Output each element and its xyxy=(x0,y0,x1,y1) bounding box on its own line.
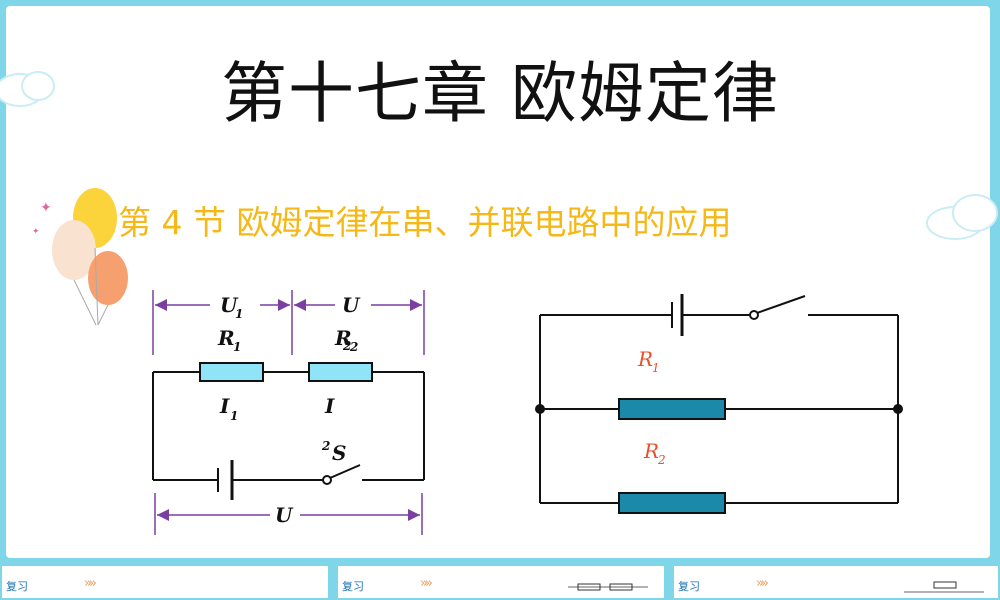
cloud-icon xyxy=(926,194,998,240)
label-u2: U xyxy=(342,293,361,317)
label-i1: I xyxy=(219,394,230,418)
resistor-r2 xyxy=(618,492,726,514)
label-i2-sub: 2 xyxy=(321,439,330,453)
section-subtitle: 第 4 节 欧姆定律在串、并联电路中的应用 xyxy=(118,203,732,242)
label-r1-sub: 1 xyxy=(233,340,241,354)
switch-icon xyxy=(749,310,759,320)
mini-circuit-icon xyxy=(568,583,648,591)
chevron-right-icon: »» xyxy=(84,576,97,591)
label-r1: R xyxy=(217,326,235,350)
label-r2: R xyxy=(643,439,659,463)
resistor-r1 xyxy=(618,398,726,420)
thumbnail-label: 复习 xyxy=(342,580,364,593)
chevron-right-icon: »» xyxy=(756,576,769,591)
thumbnail-label: 复习 xyxy=(678,580,700,593)
svg-text:✦: ✦ xyxy=(32,227,40,237)
label-u1-sub: 1 xyxy=(235,307,243,321)
slide-canvas xyxy=(6,6,990,558)
label-u1: U xyxy=(220,293,239,317)
thumbnail-label: 复习 xyxy=(6,580,28,593)
label-i1-sub: 1 xyxy=(230,409,238,423)
label-u-total: U xyxy=(275,503,294,527)
series-circuit-diagram: U 1 U 2 R 1 R 2 I 1 I 2 S U xyxy=(152,290,425,535)
switch-icon xyxy=(322,475,332,485)
label-r1: R xyxy=(637,347,653,371)
label-u2-sub: 2 xyxy=(342,339,351,353)
mini-circuit-icon xyxy=(904,581,984,593)
label-switch: S xyxy=(332,441,346,465)
label-r2-sub: 2 xyxy=(349,340,358,354)
label-r2-sub: 2 xyxy=(657,453,666,467)
thumbnail-slide[interactable]: 复习 »» xyxy=(336,564,666,600)
cloud-icon xyxy=(0,71,55,107)
parallel-circuit-diagram: R 1 R 2 xyxy=(535,294,903,514)
resistor-r2 xyxy=(308,362,373,382)
thumbnail-slide[interactable]: 复习 »» xyxy=(672,564,1000,600)
label-i2: I xyxy=(324,394,335,418)
label-r2: R xyxy=(334,326,352,350)
thumbnail-strip: 复习 »» 复习 »» 复习 »» xyxy=(0,564,1000,600)
resistor-r1 xyxy=(199,362,264,382)
svg-text:✦: ✦ xyxy=(40,200,52,216)
page-title: 第十七章 欧姆定律 xyxy=(221,55,779,132)
label-r1-sub: 1 xyxy=(652,361,660,375)
thumbnail-slide[interactable]: 复习 »» xyxy=(0,564,330,600)
chevron-right-icon: »» xyxy=(420,576,433,591)
balloons-icon: ✦ ✦ xyxy=(32,188,128,326)
